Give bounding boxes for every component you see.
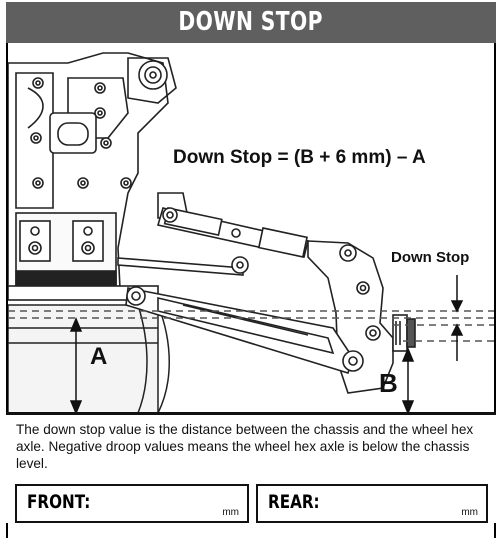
dimension-a-arrow	[69, 317, 83, 413]
formula-b: B	[300, 147, 314, 168]
down-stop-arrows	[450, 275, 464, 361]
rear-value-field[interactable]: REAR: mm	[256, 484, 488, 523]
down-stop-sheet: DOWN STOP	[6, 2, 496, 538]
suspension-diagram: Down Stop = (B + 6 mm) – A Down Stop A B	[6, 43, 496, 413]
left-border	[6, 523, 8, 538]
formula-a: A	[411, 147, 426, 168]
formula-lead: Down Stop = (	[173, 147, 301, 168]
wheel-illustration	[8, 304, 170, 413]
reference-lines	[8, 310, 494, 342]
section-title: DOWN STOP	[178, 7, 324, 37]
description-text: The down stop value is the distance betw…	[16, 422, 474, 471]
front-label: FRONT:	[27, 491, 91, 513]
hub-carrier	[307, 240, 416, 394]
suspension-drawing	[8, 52, 494, 413]
down-stop-formula: Down Stop = (B + 6 mm) – A	[173, 147, 426, 169]
section-divider	[6, 412, 496, 415]
upper-link	[156, 207, 309, 258]
right-border	[494, 523, 496, 538]
rear-label: REAR:	[268, 491, 320, 513]
chassis-illustration	[8, 52, 189, 301]
label-b: B	[379, 368, 398, 398]
down-stop-callout: Down Stop	[391, 249, 470, 266]
front-unit: mm	[222, 507, 239, 518]
front-value-field[interactable]: FRONT: mm	[15, 484, 249, 523]
rear-unit: mm	[461, 507, 478, 518]
section-header: DOWN STOP	[6, 2, 496, 43]
label-a: A	[90, 343, 108, 370]
lower-arm	[117, 256, 364, 374]
dimension-b-arrow	[401, 347, 415, 413]
formula-mid: + 6 mm) –	[313, 147, 412, 168]
